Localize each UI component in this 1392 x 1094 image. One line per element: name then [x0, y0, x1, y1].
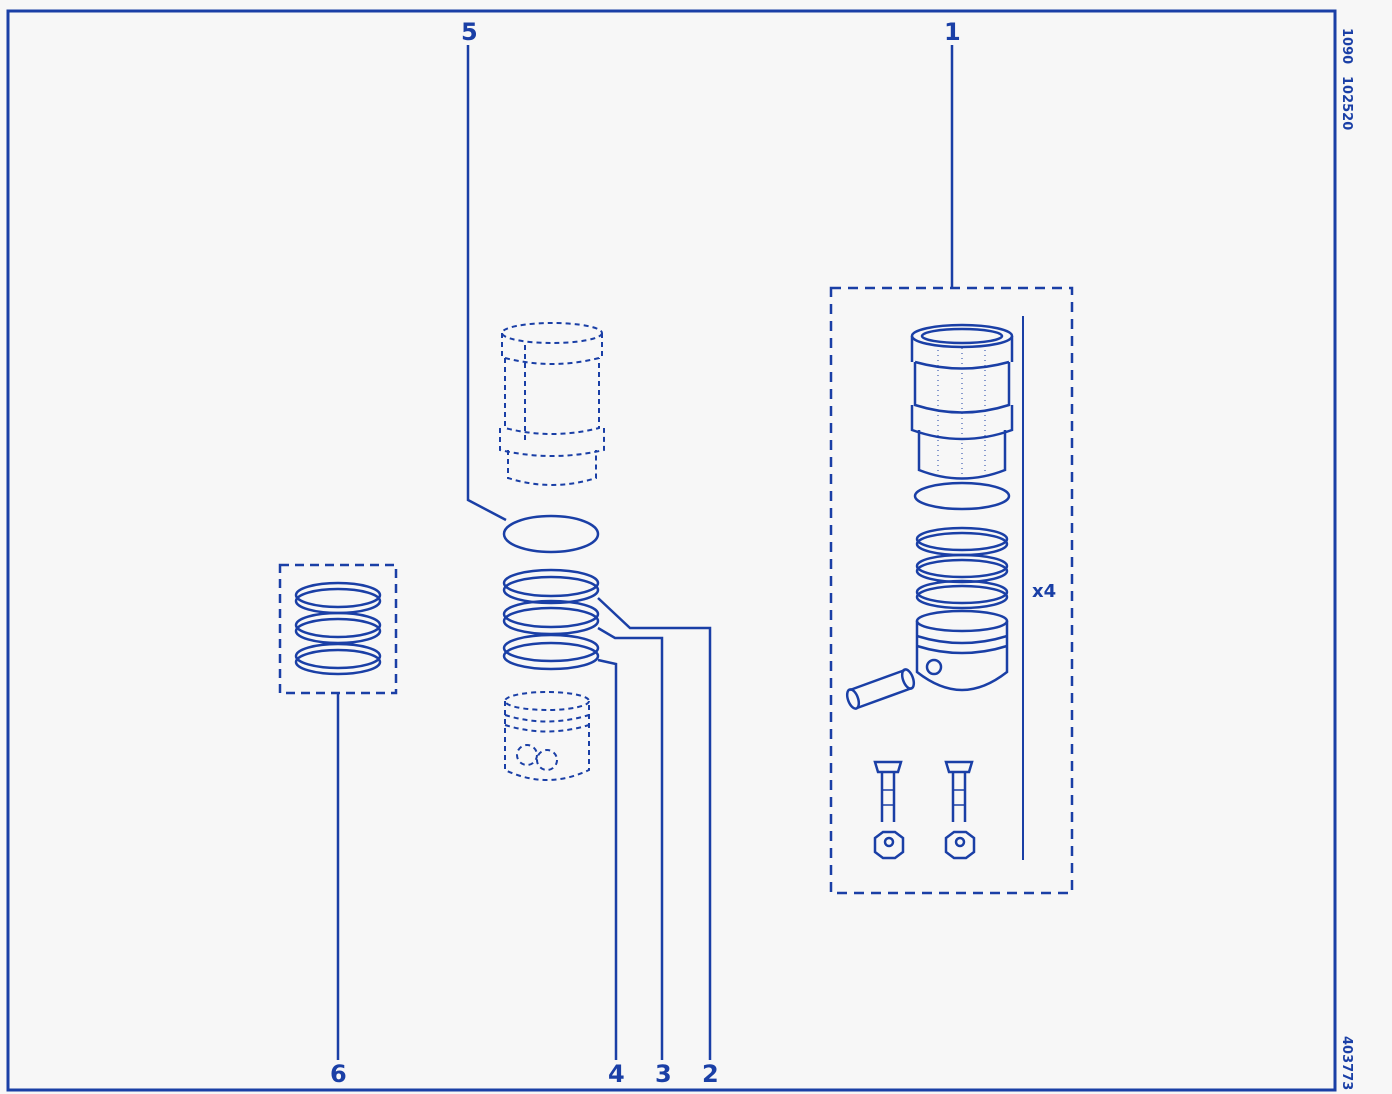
gudgeon-pin-icon	[845, 668, 916, 710]
cylinder-liner-icon	[910, 323, 1014, 482]
leader-lines	[336, 45, 954, 1060]
piston-ring-set-icon	[278, 563, 398, 695]
o-ring-icon	[502, 514, 600, 554]
callout-4: 4	[608, 1060, 625, 1088]
diagram-frame	[6, 9, 1337, 1092]
side-code-top-b: 102520	[1339, 76, 1354, 130]
leader-line-2	[597, 597, 712, 1060]
leader-line-5	[466, 45, 507, 522]
piston-ring-icon	[915, 526, 1009, 610]
piston-ring-icon	[502, 568, 600, 671]
ghost-piston-icon	[504, 691, 590, 781]
piston-icon	[915, 609, 1009, 692]
callout-5: 5	[461, 18, 478, 46]
side-code-top-a: 1090	[1339, 28, 1354, 64]
leader-line-4	[597, 658, 618, 1060]
callout-1: 1	[944, 18, 961, 46]
callout-3: 3	[655, 1060, 672, 1088]
quantity-label: x4	[1032, 581, 1056, 602]
bolt-icon	[873, 760, 974, 822]
leader-line-3	[597, 626, 664, 1060]
callout-2: 2	[702, 1060, 719, 1088]
side-code-bottom: 403773	[1339, 1036, 1354, 1090]
nut-icon	[873, 830, 976, 860]
callout-6: 6	[330, 1060, 347, 1088]
ghost-liner-icon	[499, 322, 605, 486]
